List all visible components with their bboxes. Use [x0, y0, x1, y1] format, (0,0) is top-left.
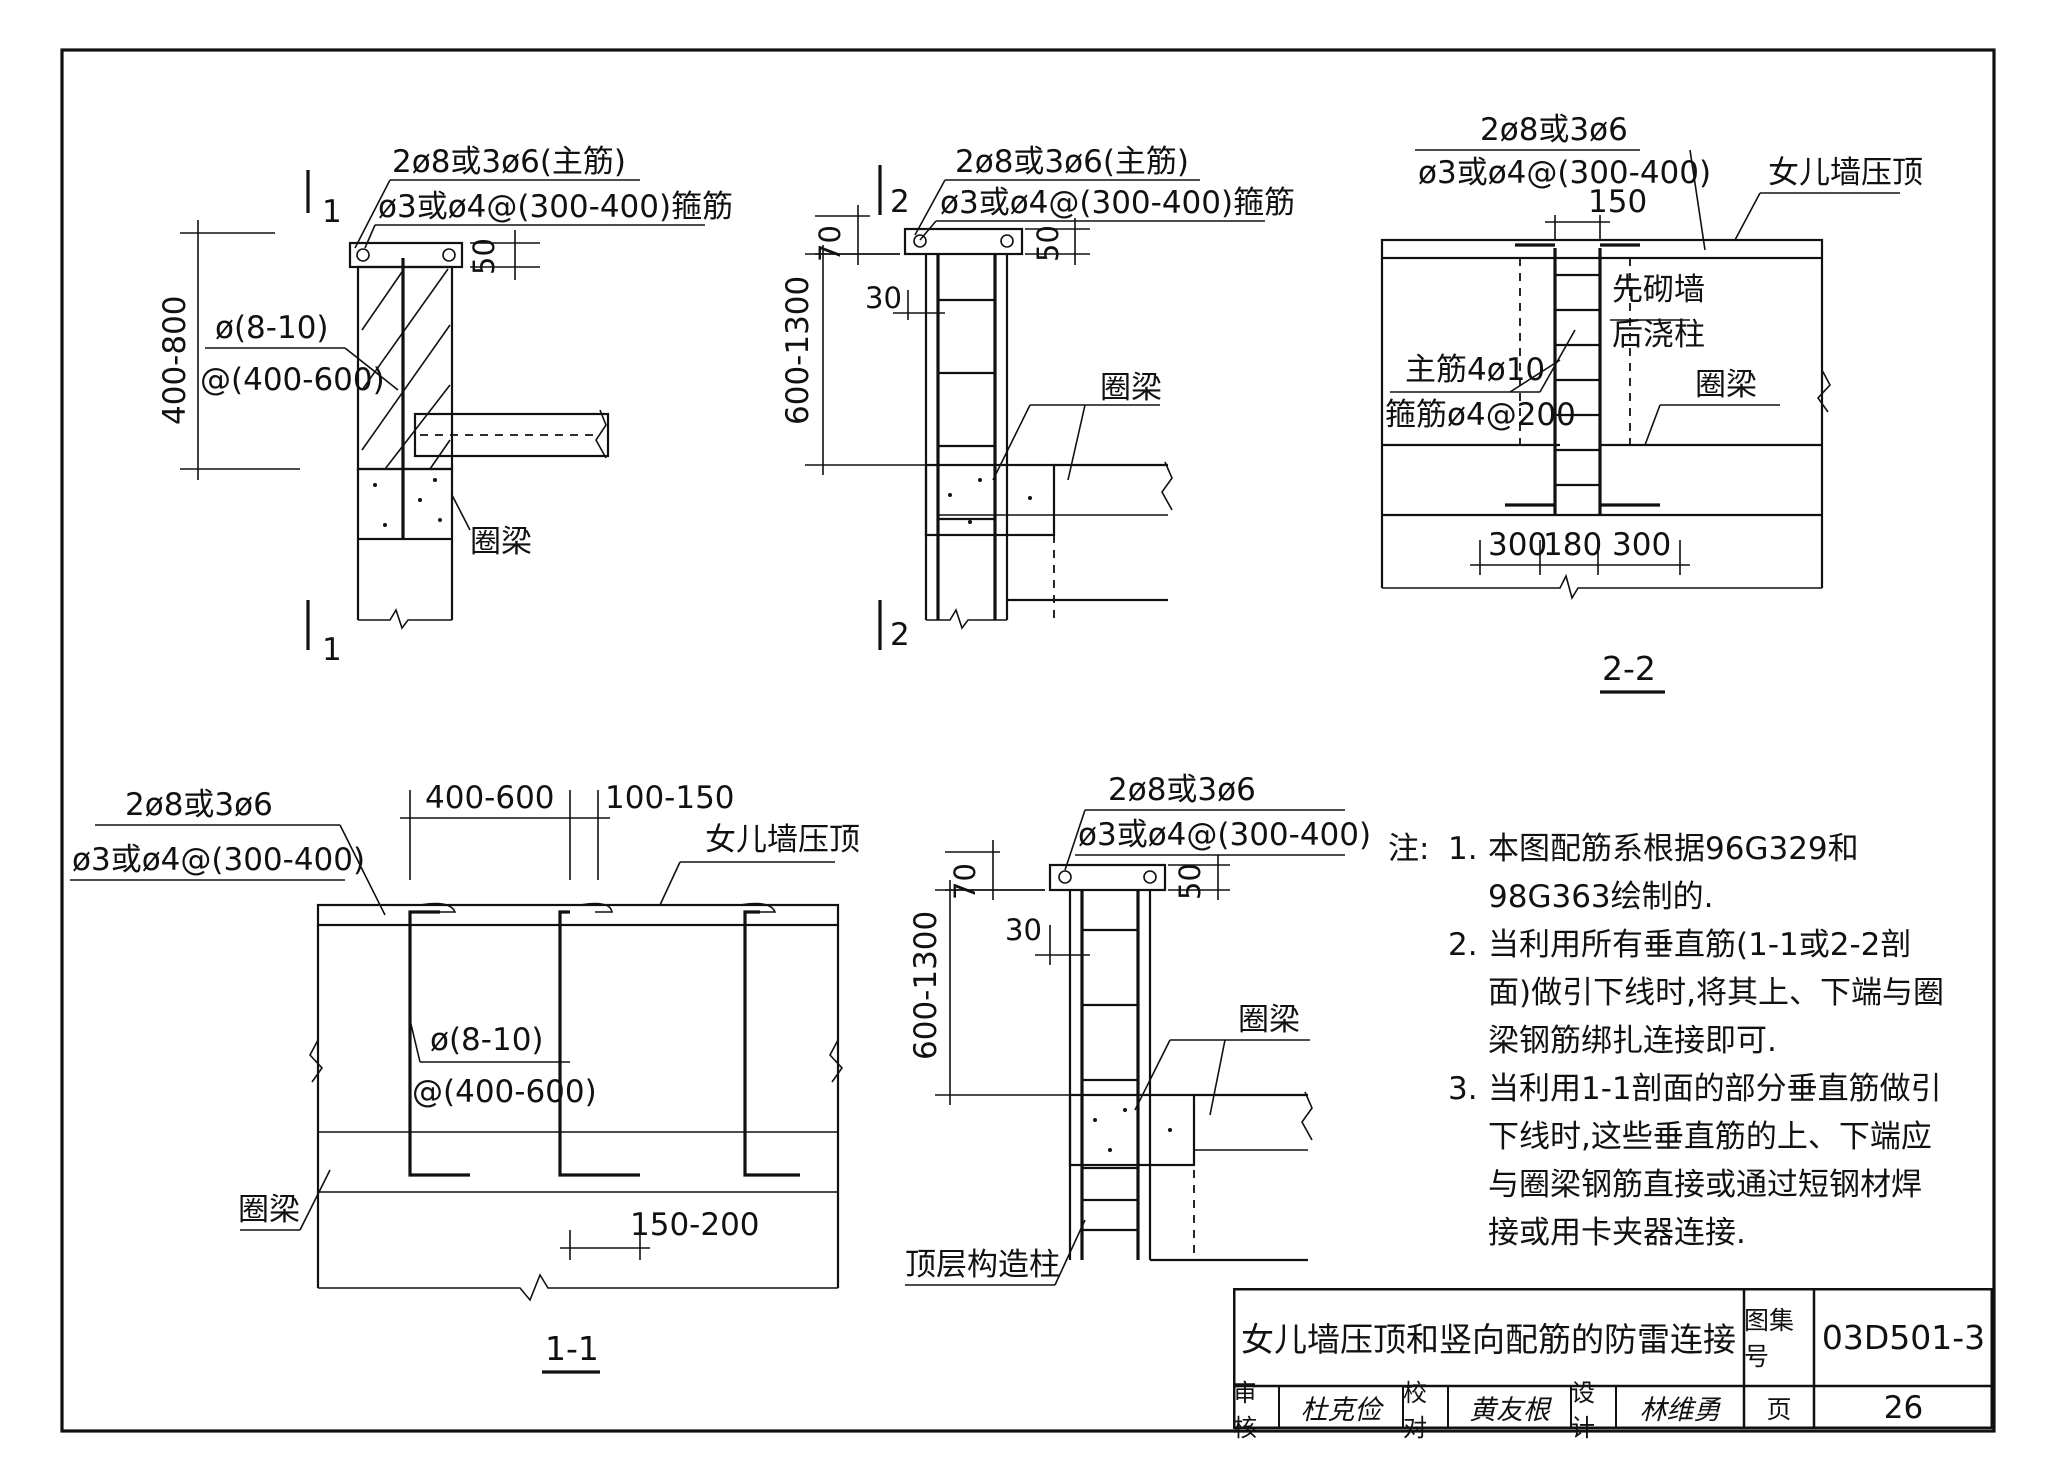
- notes-block: 注: 1. 本图配筋系根据96G329和98G363绘制的. 2. 当利用所有垂…: [1388, 825, 1948, 1257]
- coping-strip: [1380, 238, 1824, 260]
- dim-180: 180: [1543, 527, 1602, 563]
- note-number: 2.: [1448, 927, 1478, 963]
- ring-beam: [1068, 1093, 1196, 1167]
- note-text: 本图配筋系根据96G329和98G363绘制的.: [1488, 831, 1859, 915]
- view-a: 1 1 2ø8或3ø6(主筋) ø3或ø4@(300-400)箍筋 50 400…: [157, 144, 733, 668]
- section-mark-1-top: 1: [322, 194, 342, 230]
- ring-beam-label: 圈梁: [470, 524, 532, 560]
- dim-30: 30: [865, 281, 902, 315]
- dim-50: 50: [467, 238, 501, 275]
- ring-beam-label: 圈梁: [238, 1192, 300, 1228]
- review-label: 审核: [1233, 1378, 1257, 1442]
- section-2-2: 2ø8或3ø6 ø3或ø4@(300-400) 女儿墙压顶 150 先砌墙 后浇…: [1380, 112, 1923, 694]
- dim-50: 50: [1031, 225, 1065, 262]
- dim-spacing: 400-600: [425, 780, 555, 816]
- section-title: 2-2: [1602, 649, 1656, 688]
- dim-50: 50: [1173, 863, 1207, 900]
- coping-label: 女儿墙压顶: [705, 822, 860, 858]
- note-text: 当利用所有垂直筋(1-1或2-2剖面)做引下线时,将其上、下端与圈梁钢筋绑扎连接…: [1488, 927, 1944, 1059]
- atlas-no: 03D501-3: [1821, 1317, 1986, 1357]
- dim-70: 70: [813, 225, 847, 262]
- dim-300-left: 300: [1488, 527, 1547, 563]
- view-b: 2 2 2ø8或3ø6(主筋) ø3或ø4@(300-400)箍筋 70 50 …: [780, 144, 1295, 653]
- note-number: 3.: [1448, 1071, 1478, 1107]
- note-wall-first: 先砌墙: [1612, 272, 1705, 308]
- coping-block: [1048, 863, 1167, 892]
- section-mark-1-bottom: 1: [322, 632, 342, 668]
- ring-beam-label: 圈梁: [1100, 370, 1162, 406]
- note-column-after: 后浇柱: [1612, 317, 1705, 353]
- stirrup-label: ø3或ø4@(300-400): [1418, 155, 1711, 191]
- coping-block: [348, 241, 464, 269]
- main-bar-label: 2ø8或3ø6: [125, 787, 273, 823]
- note-item-2: 2. 当利用所有垂直筋(1-1或2-2剖面)做引下线时,将其上、下端与圈梁钢筋绑…: [1388, 921, 1948, 1065]
- section-mark-2-bottom: 2: [890, 617, 910, 653]
- stirrup-label: ø3或ø4@(300-400): [1078, 817, 1371, 853]
- note-item-3: 3. 当利用1-1剖面的部分垂直筋做引下线时,这些垂直筋的上、下端应与圈梁钢筋直…: [1388, 1065, 1948, 1257]
- coping-label: 女儿墙压顶: [1768, 155, 1923, 191]
- check-signature: 黄友根: [1469, 1395, 1550, 1426]
- check-label: 校对: [1403, 1378, 1427, 1442]
- note-text: 当利用1-1剖面的部分垂直筋做引下线时,这些垂直筋的上、下端应与圈梁钢筋直接或通…: [1488, 1071, 1942, 1251]
- design-label: 设计: [1571, 1378, 1595, 1442]
- ring-beam-label: 圈梁: [1238, 1002, 1300, 1038]
- vertical-bar-label: ø(8-10): [430, 1022, 544, 1058]
- main-bar-label: 2ø8或3ø6(主筋): [955, 144, 1189, 180]
- note-number: 1.: [1448, 831, 1478, 867]
- drawing-title: 女儿墙压顶和竖向配筋的防雷连接: [1241, 1320, 1736, 1359]
- notes-heading: 注:: [1388, 831, 1430, 867]
- dim-height: 400-800: [157, 295, 193, 425]
- column-stirrup: 箍筋ø4@200: [1385, 397, 1576, 433]
- stirrup-label: ø3或ø4@(300-400): [72, 842, 365, 878]
- section-mark-2-top: 2: [890, 184, 910, 220]
- title-block-grid: [1233, 1288, 1993, 1429]
- stirrup-label: ø3或ø4@(300-400)箍筋: [378, 189, 733, 225]
- page-number: 26: [1883, 1389, 1924, 1426]
- vertical-spacing-label: @(400-600): [412, 1074, 597, 1110]
- ring-beam: [356, 467, 454, 541]
- view-c: 2ø8或3ø6 ø3或ø4@(300-400) 70 50 30 600-130…: [905, 772, 1371, 1286]
- ring-beam: [924, 463, 1056, 537]
- coping-block: [903, 227, 1024, 256]
- main-bar-label: 2ø8或3ø6: [1480, 112, 1628, 148]
- note-item-1: 注: 1. 本图配筋系根据96G329和98G363绘制的.: [1388, 825, 1948, 921]
- dim-70: 70: [948, 863, 982, 900]
- dim-300-right: 300: [1612, 527, 1671, 563]
- title-block: 女儿墙压顶和竖向配筋的防雷连接 图集号 03D501-3 审核 杜克俭 校对 黄…: [1233, 1288, 1993, 1442]
- vertical-bar-label: ø(8-10): [215, 310, 329, 346]
- design-signature: 林维勇: [1639, 1395, 1721, 1426]
- coping-strip: [316, 903, 840, 927]
- dim-height: 600-1300: [780, 276, 816, 425]
- section-title: 1-1: [545, 1329, 599, 1368]
- vertical-spacing-label: @(400-600): [200, 362, 385, 398]
- dim-30: 30: [1005, 913, 1042, 947]
- page-label: 页: [1766, 1394, 1792, 1424]
- dim-hook-len: 150-200: [630, 1207, 760, 1243]
- review-signature: 杜克俭: [1300, 1395, 1382, 1426]
- dim-height: 600-1300: [908, 911, 944, 1060]
- column-label: 顶层构造柱: [905, 1247, 1060, 1283]
- atlas-no-label: 图集号: [1744, 1306, 1795, 1371]
- ring-beam-label: 圈梁: [1695, 367, 1757, 403]
- main-bar-label: 2ø8或3ø6(主筋): [392, 144, 626, 180]
- stirrup-label: ø3或ø4@(300-400)箍筋: [940, 185, 1295, 221]
- dim-hook: 100-150: [605, 780, 735, 816]
- sheet-border: [60, 48, 1996, 1433]
- section-1-1: 2ø8或3ø6 ø3或ø4@(300-400) 400-600 100-150 …: [70, 780, 860, 1374]
- dim-150: 150: [1588, 184, 1647, 220]
- main-bar-label: 2ø8或3ø6: [1108, 772, 1256, 808]
- column-main-bar: 主筋4ø10: [1405, 352, 1545, 388]
